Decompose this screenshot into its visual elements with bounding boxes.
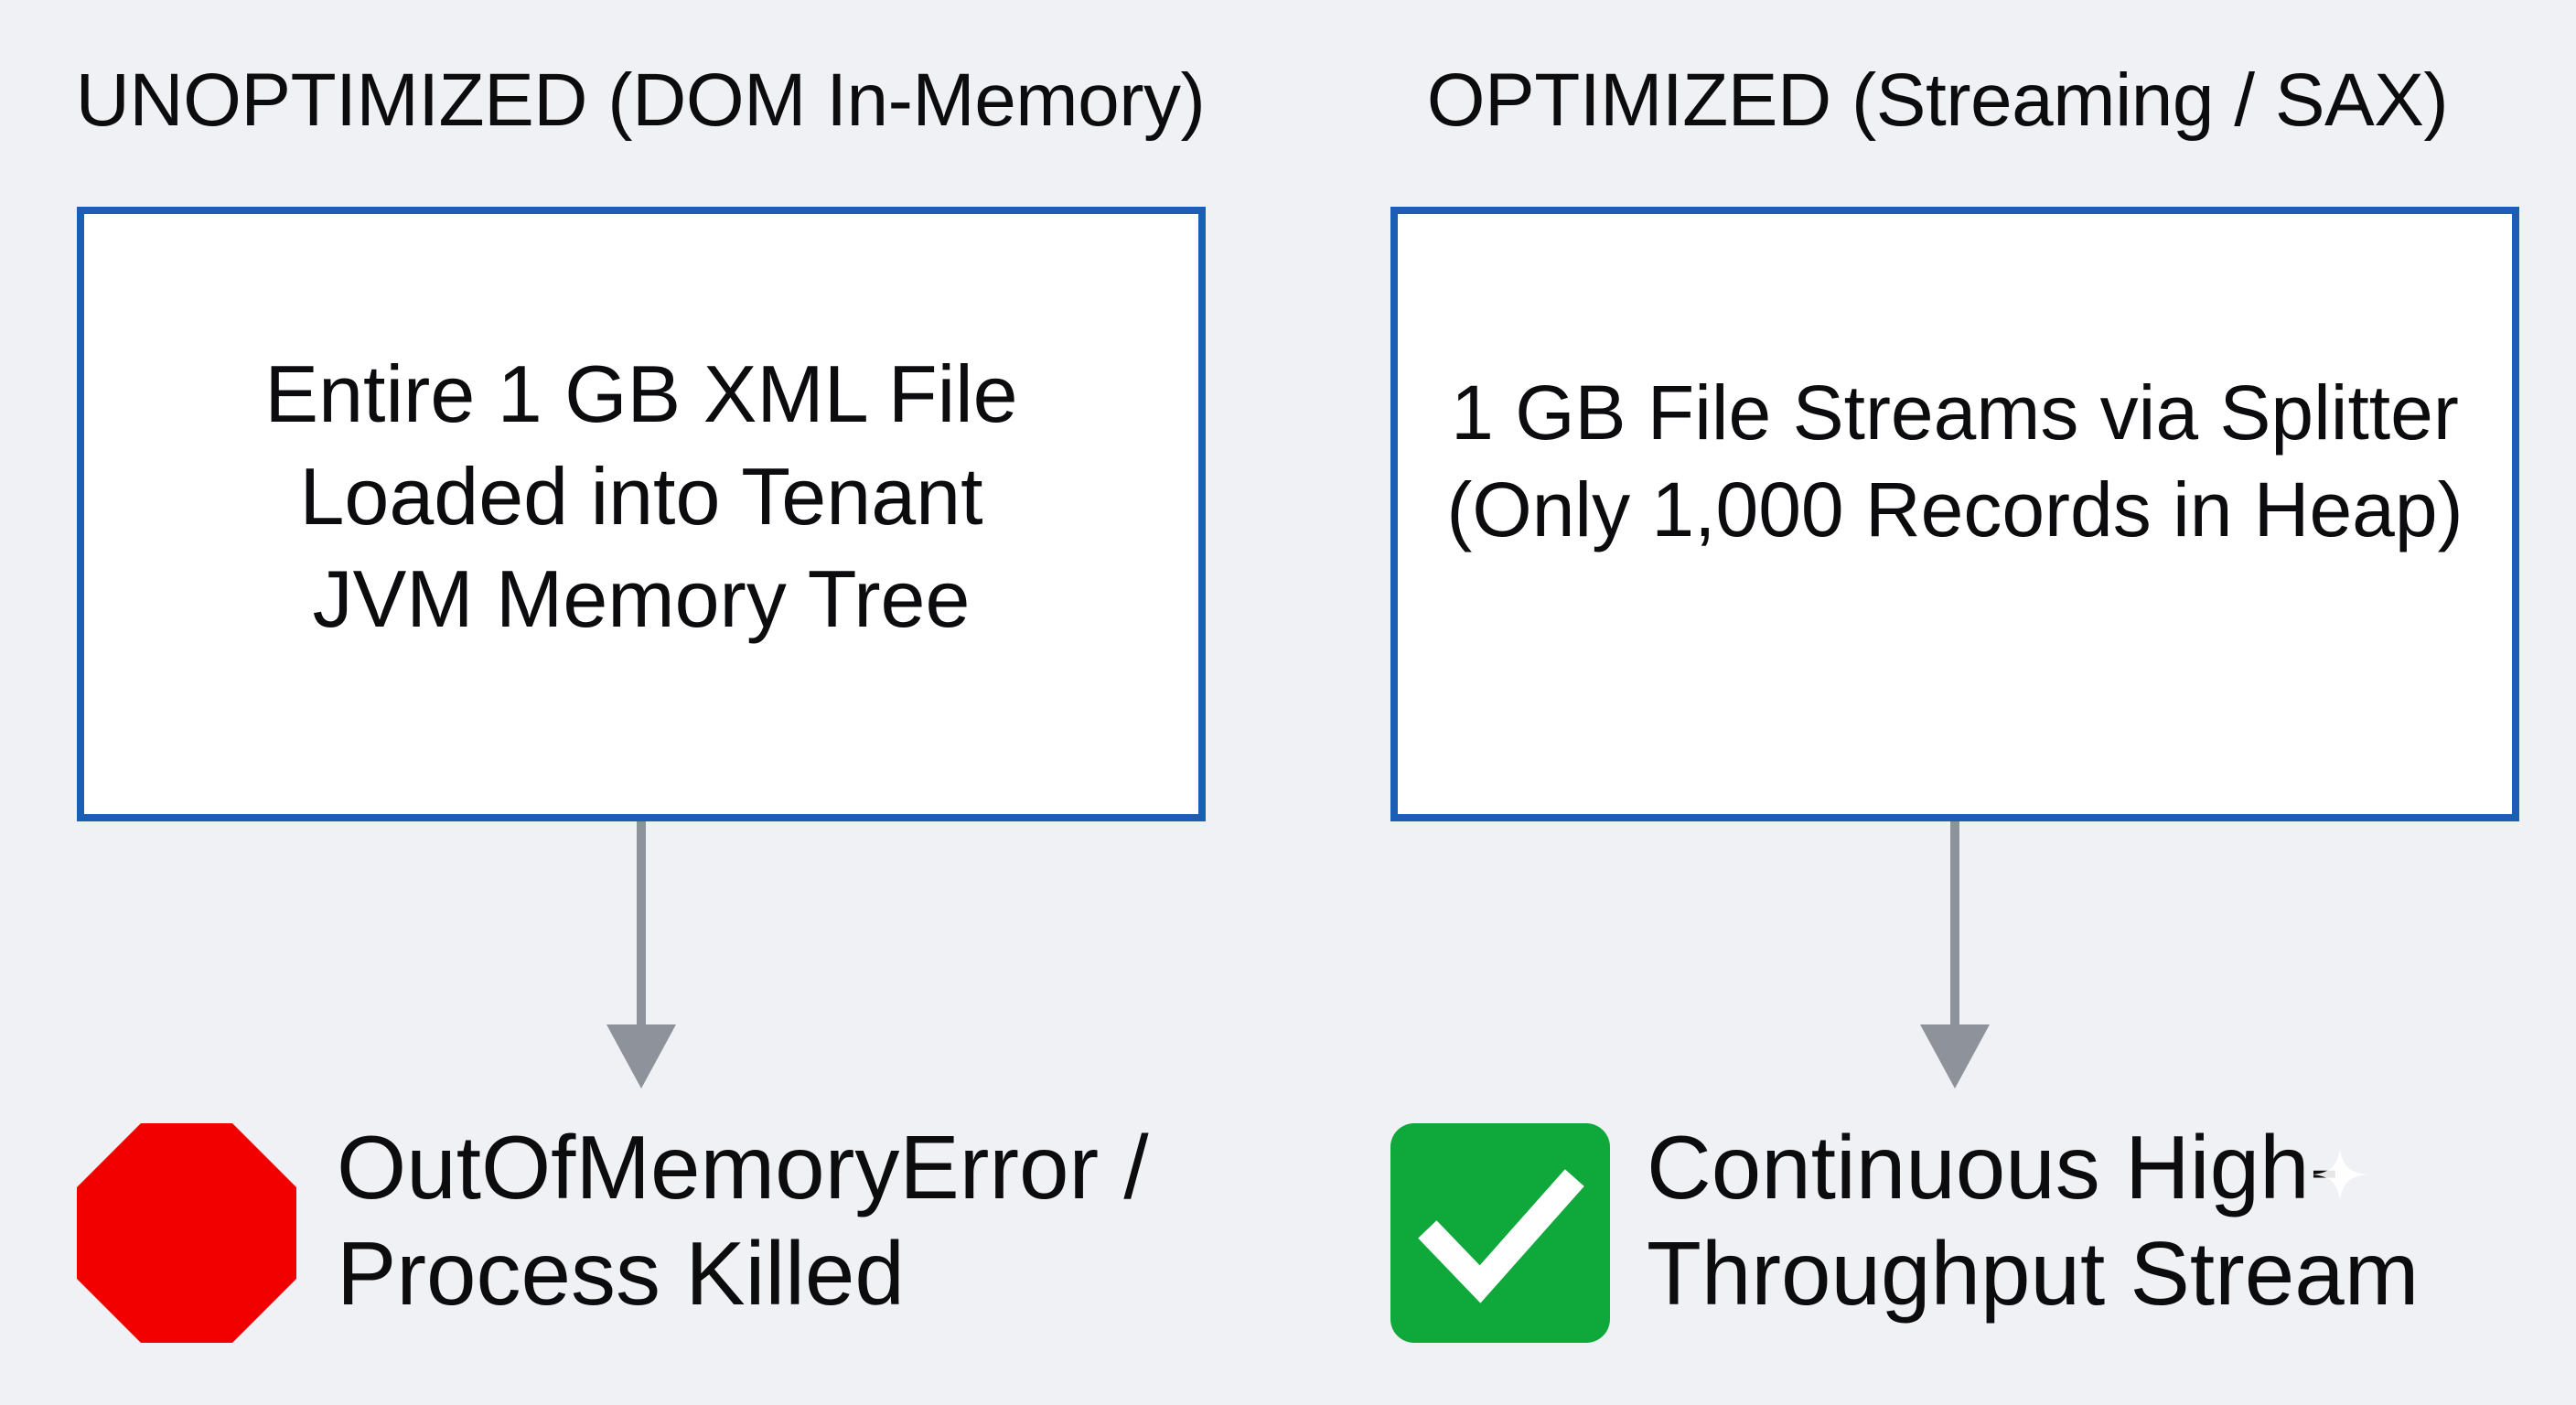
checkmark-icon xyxy=(1390,1123,1610,1343)
unoptimized-column: UNOPTIMIZED (DOM In-Memory) Entire 1 GB … xyxy=(0,0,1281,1405)
stop-sign-icon xyxy=(77,1123,296,1343)
dom-in-memory-box: Entire 1 GB XML File Loaded into Tenant … xyxy=(77,207,1206,821)
failure-result-text: OutOfMemoryError / Process Killed xyxy=(337,1117,1149,1324)
unoptimized-heading: UNOPTIMIZED (DOM In-Memory) xyxy=(75,59,1206,142)
dom-in-memory-box-text: Entire 1 GB XML File Loaded into Tenant … xyxy=(264,349,1018,644)
failure-result: OutOfMemoryError / Process Killed xyxy=(77,1117,1266,1343)
success-result-text: Continuous High- Throughput Stream xyxy=(1647,1117,2420,1324)
down-arrow-icon xyxy=(1920,821,1990,1089)
streaming-box-text: 1 GB File Streams via Splitter (Only 1,0… xyxy=(1446,370,2463,552)
success-result: Continuous High- Throughput Stream xyxy=(1390,1117,2576,1343)
sparkle-icon xyxy=(2313,1147,2367,1202)
down-arrow-icon xyxy=(606,821,676,1089)
streaming-box: 1 GB File Streams via Splitter (Only 1,0… xyxy=(1390,207,2519,821)
optimized-column: OPTIMIZED (Streaming / SAX) 1 GB File St… xyxy=(1299,0,2576,1405)
optimized-heading: OPTIMIZED (Streaming / SAX) xyxy=(1426,59,2449,142)
